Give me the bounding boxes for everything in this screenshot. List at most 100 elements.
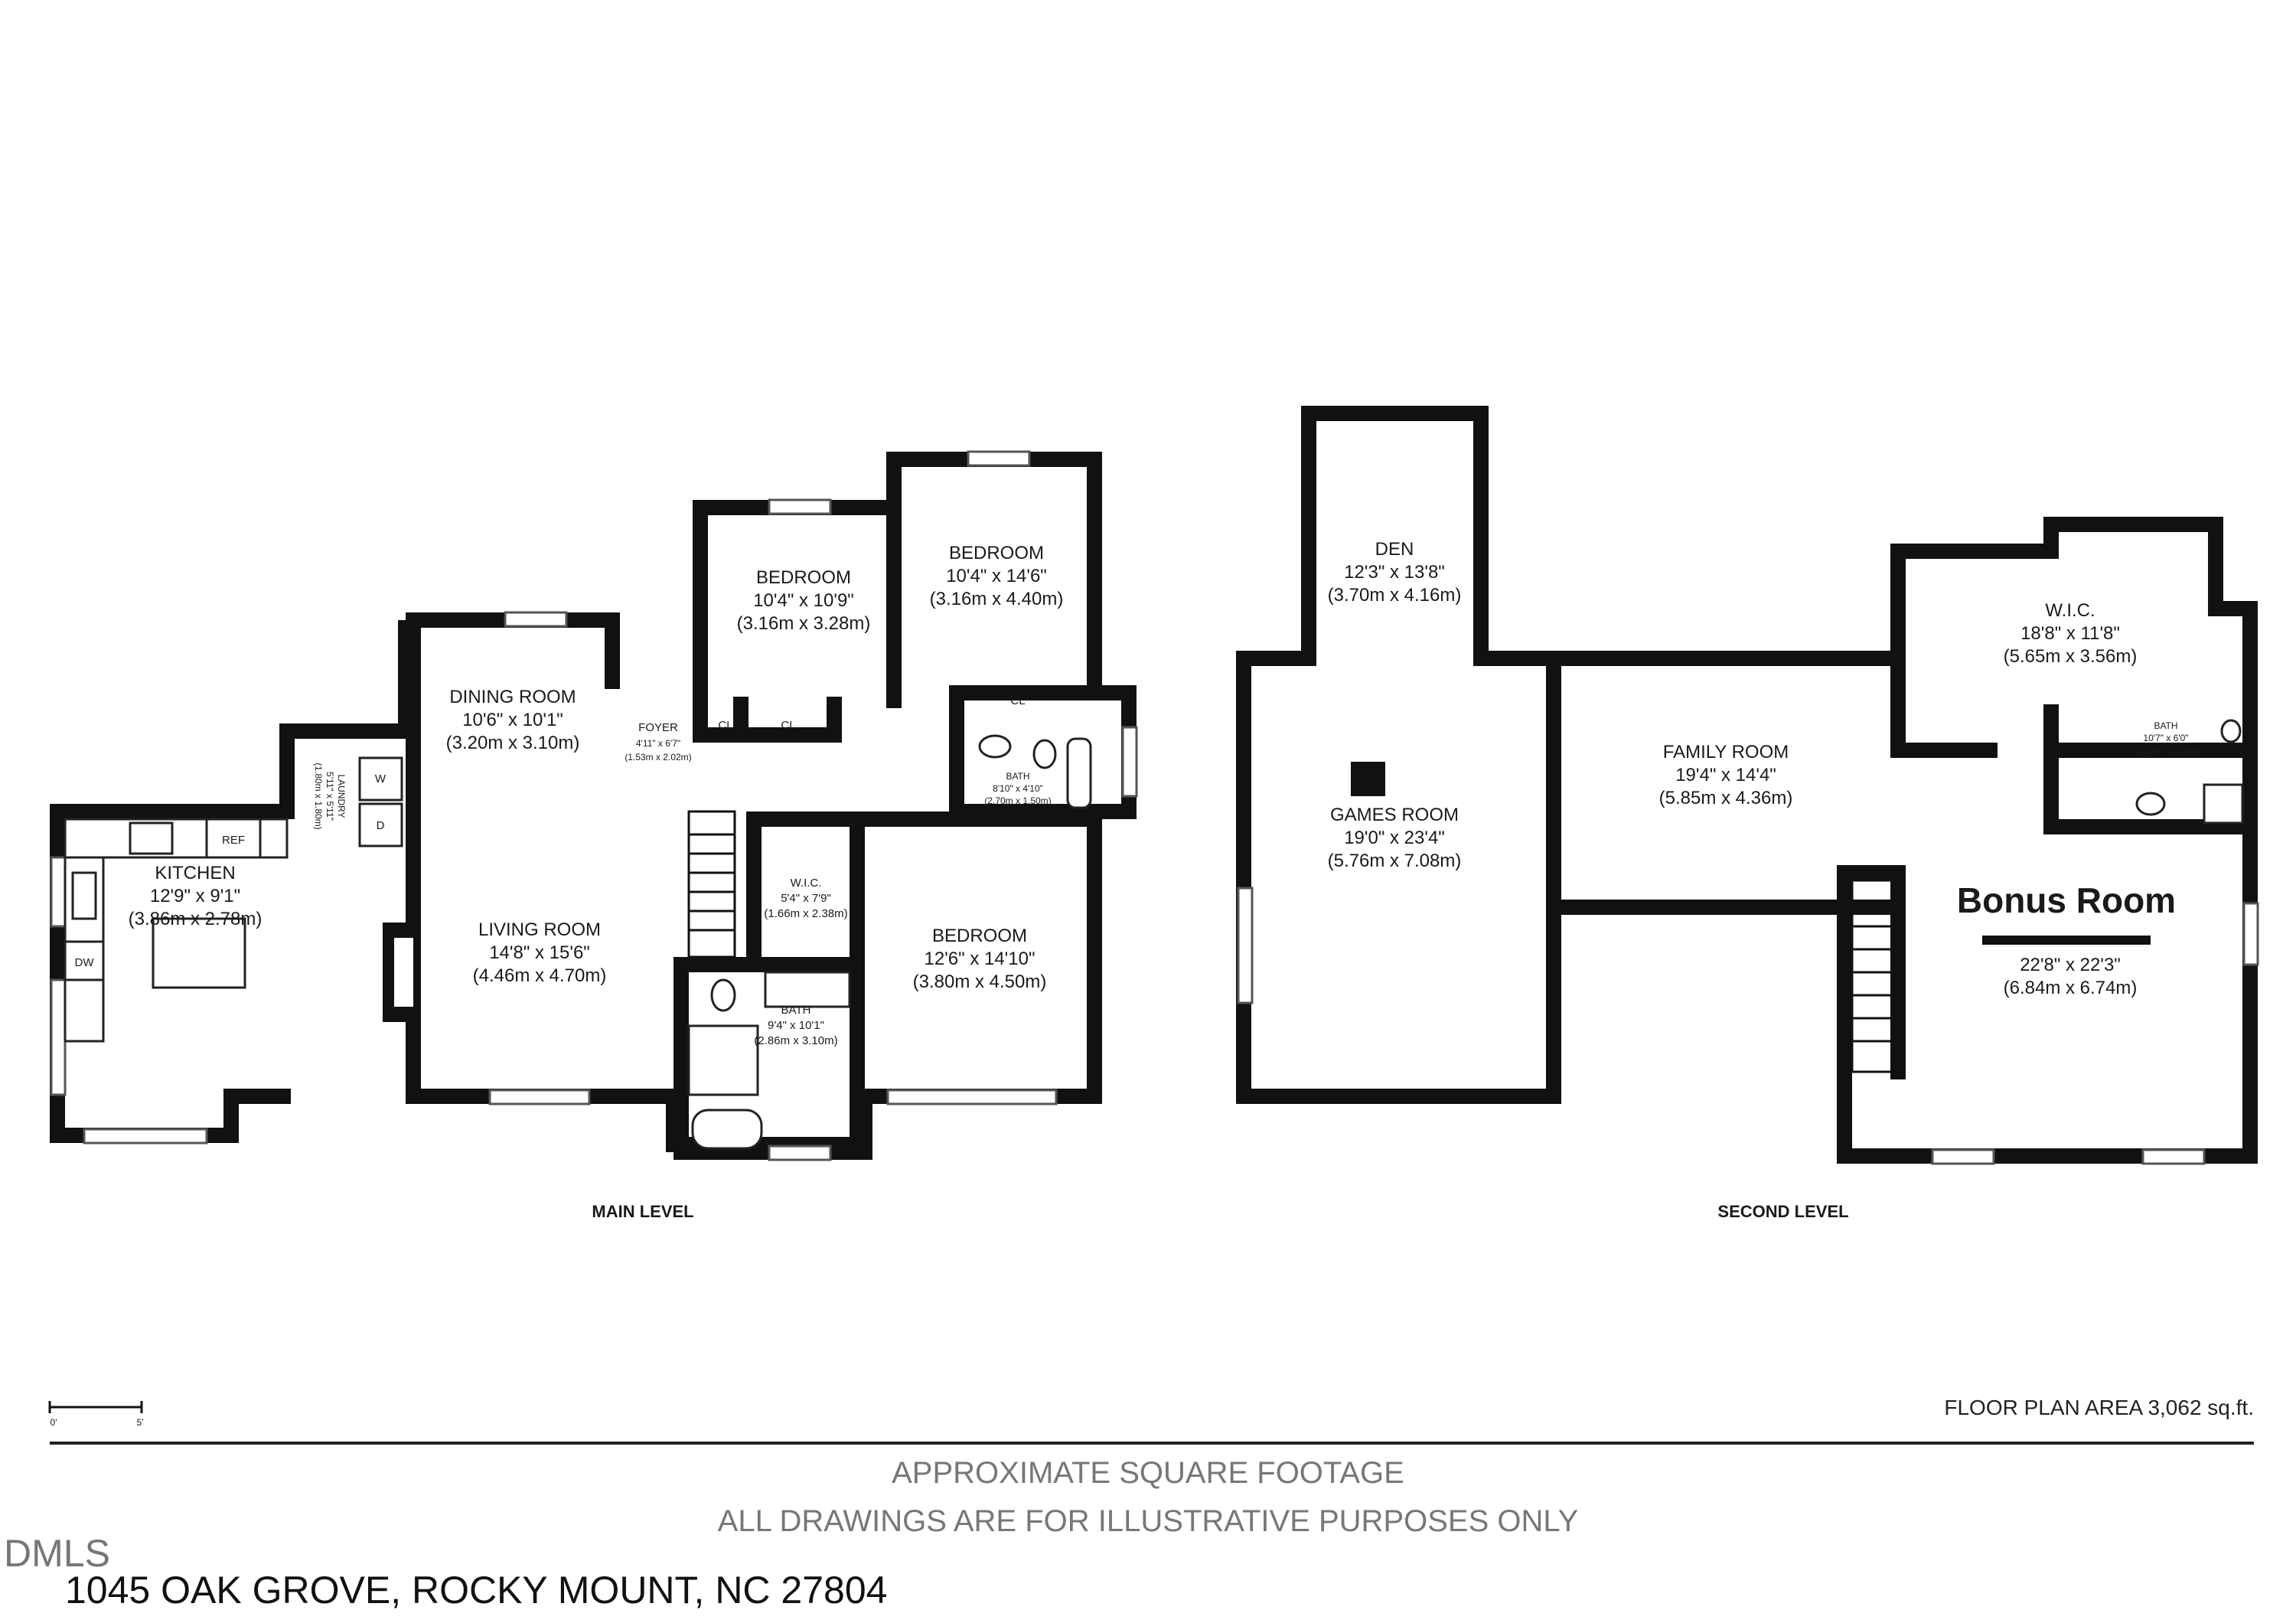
closet-walls	[693, 685, 842, 743]
second-shower-icon	[2203, 783, 2244, 825]
second-level-title: SECOND LEVEL	[1717, 1202, 1848, 1221]
bedroom1-name: BEDROOM	[756, 567, 851, 588]
bath-upper-dims: 8'10" x 4'10"	[993, 783, 1043, 794]
bath-second-metric: (3.22m x 1.86m)	[2132, 745, 2199, 756]
dining-window	[504, 611, 568, 628]
bath-second-dims: 10'7" x 6'0"	[2143, 733, 2188, 743]
second-level-plan	[1236, 406, 2259, 1165]
bedroom2-window	[967, 450, 1031, 467]
kitchen-name: KITCHEN	[155, 863, 235, 883]
upper-bath-walls	[949, 685, 1102, 819]
den-metric: (3.70m x 4.16m)	[1328, 585, 1462, 606]
scale-bar	[48, 1401, 143, 1413]
bath-upper-metric: (2.70m x 1.50m)	[984, 795, 1051, 806]
svg-text:LAUNDRY: LAUNDRY	[336, 774, 347, 818]
games-column-icon	[1351, 762, 1385, 796]
closet-label-3: CL	[1010, 694, 1025, 707]
den-games-walls	[1236, 406, 1561, 1104]
bonus-side-window	[2242, 902, 2259, 966]
foyer-name: FOYER	[638, 721, 678, 734]
wic-main-name: W.I.C.	[791, 877, 822, 890]
family-name: FAMILY ROOM	[1663, 742, 1789, 763]
kitchen-dims: 12'9" x 9'1"	[150, 886, 240, 906]
refrigerator-icon	[205, 818, 262, 859]
bedroom1-metric: (3.16m x 3.28m)	[737, 613, 871, 634]
svg-text:5'11" x 5'11": 5'11" x 5'11"	[325, 772, 335, 821]
stairs-second-icon	[1851, 879, 1900, 1073]
main-level-title: MAIN LEVEL	[592, 1202, 693, 1221]
wic-second-metric: (5.65m x 3.56m)	[2004, 646, 2138, 667]
toilet-icon	[710, 978, 736, 1012]
bedroom1-dims: 10'4" x 10'9"	[753, 590, 854, 611]
kitchen-side-window	[50, 856, 67, 928]
bonus-dims: 22'8" x 22'3"	[2020, 955, 2121, 975]
svg-text:(1.80m x 1.80m): (1.80m x 1.80m)	[313, 763, 324, 829]
bonus-window-1	[1931, 1148, 1995, 1165]
stove-icon	[129, 821, 174, 855]
den-name: DEN	[1375, 539, 1414, 560]
bath-main-dims: 9'4" x 10'1"	[768, 1019, 824, 1032]
ref-label: REF	[222, 834, 245, 847]
bathtub-icon	[691, 1109, 763, 1150]
wic-second-name: W.I.C.	[2045, 600, 2095, 621]
bedroom3-dims: 12'6" x 14'10"	[925, 949, 1035, 969]
redaction-bar	[1982, 936, 2151, 945]
main-level-plan	[50, 450, 1138, 1161]
wic-second-walls	[1890, 544, 2258, 834]
family-dims: 19'4" x 14'4"	[1675, 765, 1776, 785]
bonus-window-2	[2141, 1148, 2206, 1165]
disclaimer-line-1: APPROXIMATE SQUARE FOOTAGE	[892, 1456, 1404, 1490]
family-metric: (5.85m x 4.36m)	[1659, 788, 1793, 808]
sink-icon	[71, 871, 97, 920]
living-metric: (4.46m x 4.70m)	[473, 965, 607, 986]
games-name: GAMES ROOM	[1330, 805, 1459, 825]
kitchen-metric: (3.86m x 2.78m)	[129, 909, 263, 929]
laundry-label: LAUNDRY 5'11" x 5'11" (1.80m x 1.80m)	[313, 763, 347, 829]
closet-label-2: CL	[781, 719, 795, 732]
bonus-metric: (6.84m x 6.74m)	[2004, 978, 2138, 998]
bath-main-metric: (2.86m x 3.10m)	[754, 1034, 837, 1047]
property-address: 1045 OAK GROVE, ROCKY MOUNT, NC 27804	[65, 1569, 888, 1612]
den-dims: 12'3" x 13'8"	[1344, 562, 1445, 583]
upper-toilet-icon	[1032, 739, 1057, 769]
kitchen-bay-window	[50, 978, 67, 1096]
dryer-label: D	[377, 819, 385, 832]
games-dims: 19'0" x 23'4"	[1344, 828, 1445, 848]
bedroom2-name: BEDROOM	[949, 543, 1044, 563]
scale-end: 5'	[137, 1417, 144, 1428]
scale-start: 0'	[51, 1417, 57, 1428]
upper-tub-icon	[1066, 737, 1092, 809]
bonus-room-walls	[1837, 517, 2258, 1164]
bedroom2-metric: (3.16m x 4.40m)	[930, 589, 1064, 609]
bedroom1-window	[768, 498, 832, 515]
bedroom2-dims: 10'4" x 14'6"	[946, 566, 1047, 586]
games-window	[1237, 887, 1254, 1004]
bath-second-name: BATH	[2154, 720, 2177, 731]
bedroom3-window	[886, 1089, 1058, 1105]
games-metric: (5.76m x 7.08m)	[1328, 851, 1462, 871]
foyer-dims: 4'11" x 6'7"	[636, 738, 680, 749]
living-dims: 14'8" x 15'6"	[489, 942, 590, 963]
washer-icon	[358, 756, 403, 802]
living-name: LIVING ROOM	[478, 919, 601, 940]
bath-bottom-window	[768, 1145, 832, 1161]
kitchen-island	[152, 917, 246, 989]
kitchen-bottom-window	[83, 1128, 208, 1145]
second-toilet-icon	[2220, 719, 2242, 743]
dw-label: DW	[75, 956, 95, 969]
watermark: DMLS	[4, 1532, 110, 1575]
closet-label-1: CL	[718, 719, 732, 732]
second-sink-icon	[2135, 792, 2166, 816]
dining-dims: 10'6" x 10'1"	[462, 710, 563, 730]
floor-plan-area: FLOOR PLAN AREA 3,062 sq.ft.	[1944, 1396, 2254, 1419]
dryer-icon	[358, 802, 403, 847]
bedroom-walls	[693, 452, 1137, 819]
bath-upper-name: BATH	[1006, 771, 1029, 782]
washer-label: W	[375, 772, 386, 785]
wic-main-dims: 5'4" x 7'9"	[781, 892, 831, 905]
dining-metric: (3.20m x 3.10m)	[446, 733, 580, 753]
living-window	[488, 1089, 591, 1105]
wic-second-dims: 18'8" x 11'8"	[2020, 623, 2120, 644]
fixture-labels: REF DW W D CL CL CL	[75, 694, 1026, 969]
bedroom3-metric: (3.80m x 4.50m)	[913, 972, 1047, 992]
